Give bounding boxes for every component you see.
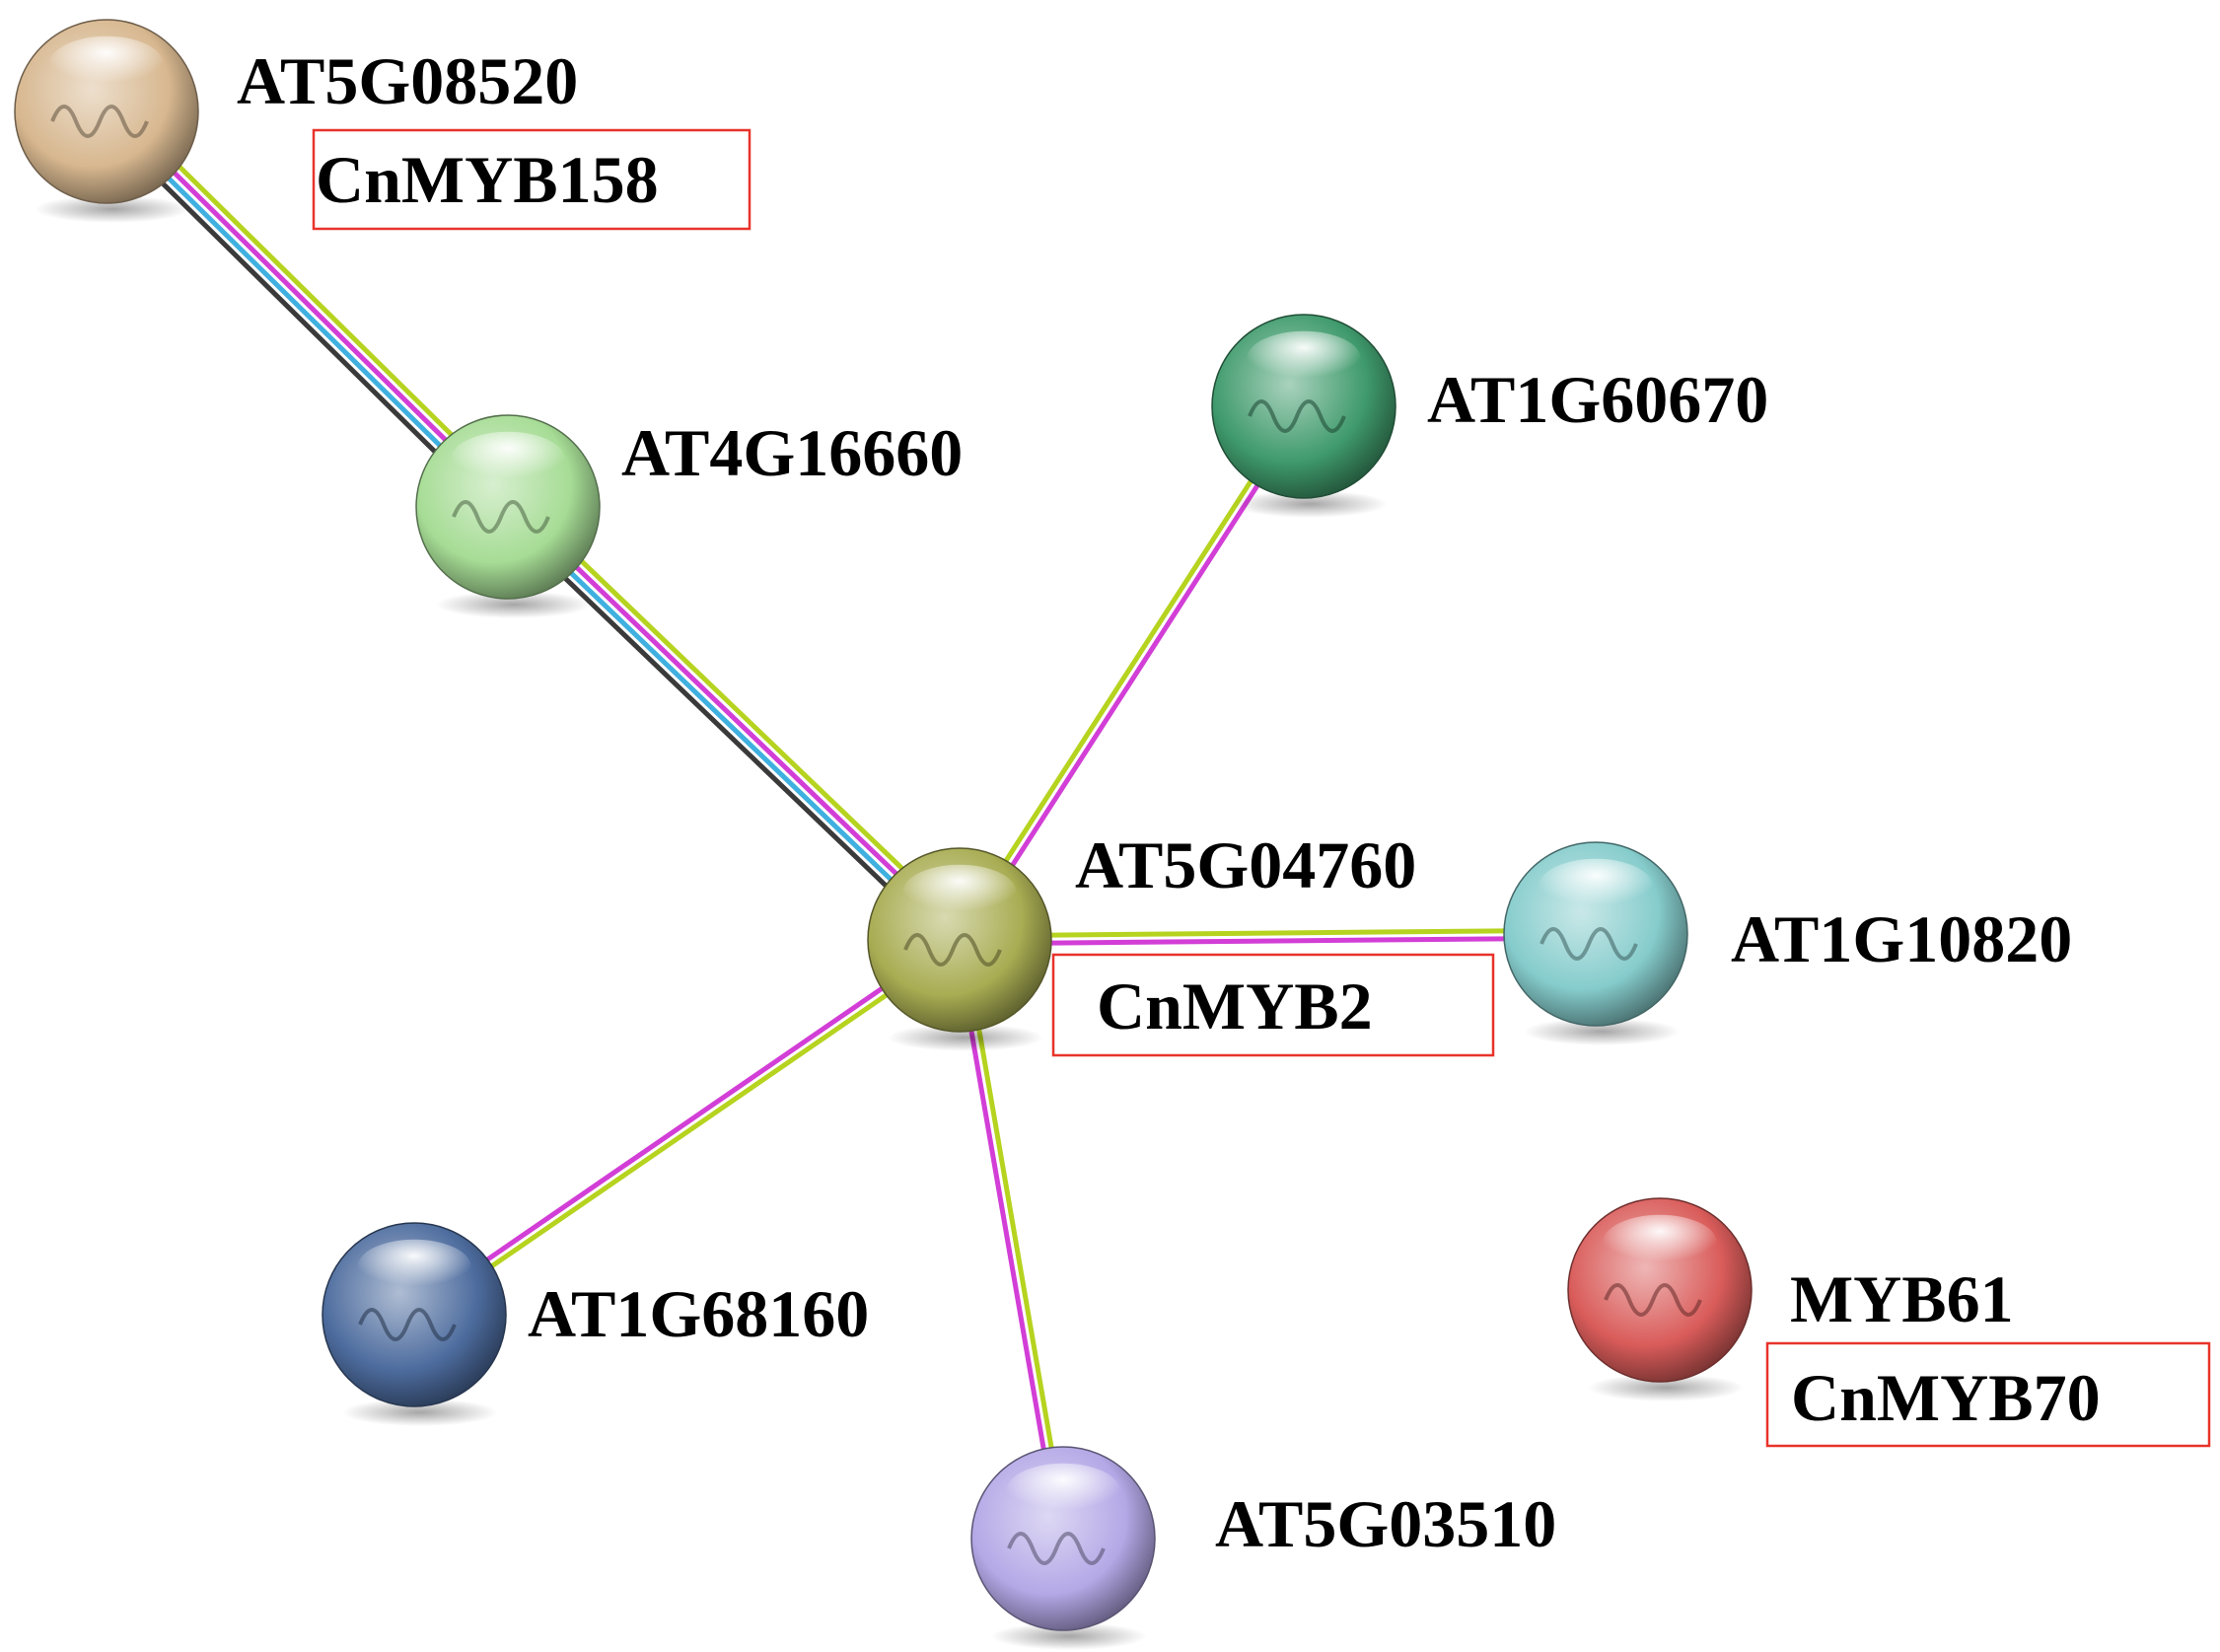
node-label-at1g60670: AT1G60670	[1427, 362, 1768, 437]
node-shadow	[341, 1399, 499, 1426]
node-label-at4g16660: AT4G16660	[621, 415, 963, 490]
node-shadow	[1231, 490, 1389, 518]
node-layer	[14, 19, 1753, 1650]
protein-structure-icon	[903, 933, 1002, 967]
protein-structure-icon	[452, 500, 550, 534]
protein-structure-icon	[358, 1308, 457, 1341]
node-label-at1g68160: AT1G68160	[528, 1276, 869, 1351]
node-at5g04760[interactable]	[867, 847, 1052, 1051]
node-shadow	[1587, 1374, 1745, 1401]
node-gloss	[1603, 1214, 1717, 1270]
node-shadow	[34, 195, 191, 223]
edge-evidence-line	[513, 495, 970, 934]
node-label-myb61: MYB61	[1790, 1261, 2014, 1336]
node-gloss	[49, 36, 164, 92]
edge-at4g16660-at5g04760	[497, 495, 970, 952]
node-alias-cnmyb158: CnMYB158	[316, 142, 659, 217]
node-at5g08520[interactable]	[14, 19, 199, 223]
edge-evidence-line	[111, 100, 519, 501]
alias-box-cnmyb2	[1051, 953, 1495, 1057]
edge-at5g08520-at4g16660	[96, 100, 519, 519]
node-label-at5g04760: AT5G04760	[1075, 827, 1416, 902]
node-label-at5g08520: AT5G08520	[237, 43, 578, 118]
alias-box-cnmyb158	[312, 128, 752, 231]
protein-structure-icon	[1248, 399, 1346, 433]
node-at1g10820[interactable]	[1503, 841, 1688, 1045]
edge-evidence-line	[957, 935, 1599, 947]
edge-evidence-line	[502, 507, 960, 946]
alias-box-cnmyb70	[1765, 1341, 2211, 1448]
edge-evidence-line	[413, 940, 965, 1321]
node-gloss	[902, 864, 1017, 920]
node-alias-cnmyb2: CnMYB2	[1097, 969, 1373, 1043]
node-gloss	[1006, 1463, 1120, 1519]
node-shadow	[1523, 1018, 1681, 1045]
node-gloss	[451, 431, 565, 487]
node-at1g68160[interactable]	[322, 1222, 507, 1426]
edge-evidence-line	[107, 106, 514, 507]
edge-evidence-line	[101, 111, 508, 513]
edge-evidence-line	[954, 401, 1304, 941]
protein-structure-icon	[50, 105, 149, 138]
node-myb61[interactable]	[1567, 1197, 1753, 1401]
edge-evidence-line	[497, 513, 955, 952]
node-gloss	[1247, 330, 1361, 387]
edge-at5g04760-at1g10820	[957, 927, 1599, 947]
protein-structure-icon	[1604, 1283, 1702, 1317]
node-label-at5g03510: AT5G03510	[1215, 1486, 1556, 1561]
protein-structure-icon	[1007, 1532, 1106, 1565]
node-alias-cnmyb70: CnMYB70	[1791, 1360, 2101, 1435]
node-gloss	[1539, 858, 1653, 914]
node-shadow	[435, 591, 593, 618]
node-at4g16660[interactable]	[415, 414, 601, 618]
node-label-at1g10820: AT1G10820	[1731, 901, 2072, 976]
protein-structure-icon	[1540, 927, 1638, 961]
label-layer: AT5G08520 CnMYB158 AT4G16660 AT1G60670 A…	[237, 43, 2211, 1561]
node-gloss	[357, 1239, 471, 1295]
node-at1g60670[interactable]	[1211, 314, 1396, 518]
edge-at5g04760-at1g68160	[409, 934, 965, 1321]
edge-evidence-line	[957, 927, 1599, 939]
edge-evidence-line	[508, 501, 966, 940]
edge-layer	[96, 100, 1599, 1543]
node-at5g03510[interactable]	[970, 1446, 1156, 1650]
node-shadow	[887, 1024, 1044, 1051]
edge-evidence-line	[409, 934, 961, 1315]
node-shadow	[990, 1622, 1148, 1650]
edge-evidence-line	[96, 117, 503, 519]
